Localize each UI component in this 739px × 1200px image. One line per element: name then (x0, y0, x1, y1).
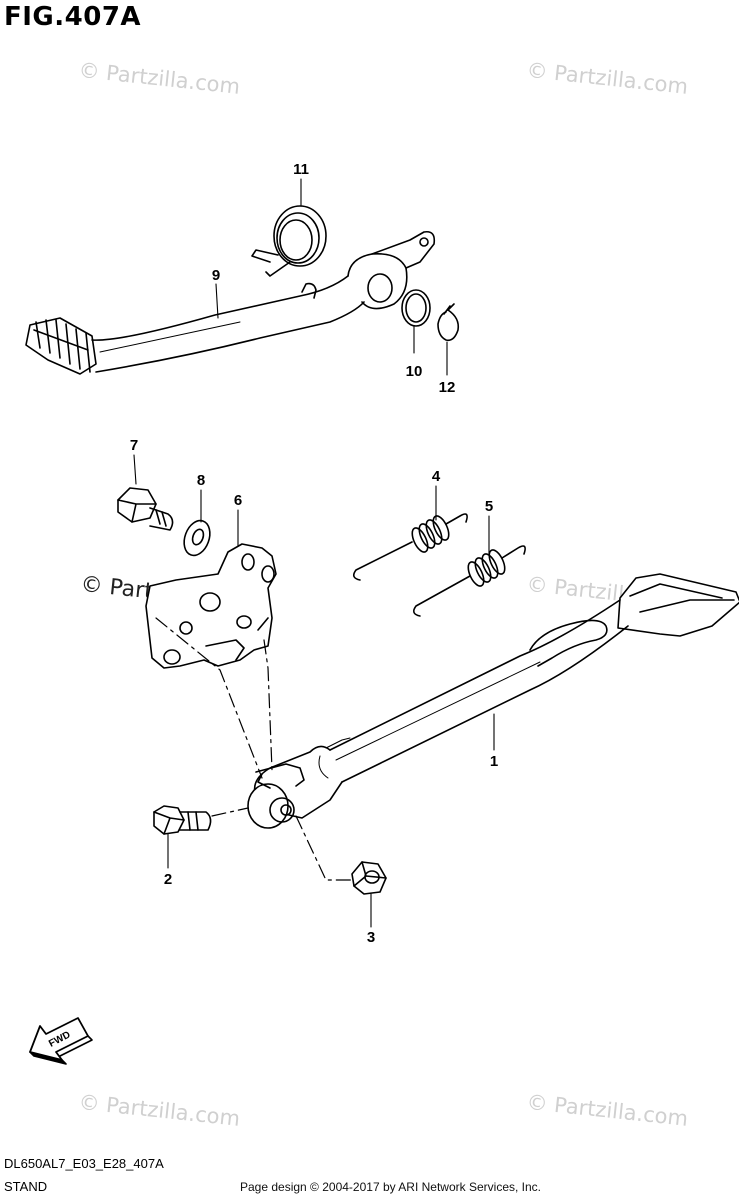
callout-1: 1 (490, 753, 498, 770)
section-name: STAND (4, 1179, 48, 1194)
part-8-washer[interactable] (180, 517, 215, 559)
callout-9: 9 (212, 267, 220, 284)
callout-2: 2 (164, 871, 172, 888)
assembly-alignment-lines (155, 617, 353, 881)
callout-8: 8 (197, 472, 205, 489)
callout-5: 5 (485, 498, 493, 515)
figure-title: FIG.407A (4, 2, 142, 32)
callout-12: 12 (439, 379, 456, 396)
part-6-bracket[interactable] (145, 543, 277, 669)
part-2-bolt[interactable] (153, 805, 212, 835)
callout-leaders (133, 178, 495, 928)
callout-10: 10 (406, 363, 423, 380)
callout-numbers: 11 9 10 12 7 8 6 4 5 1 2 3 (130, 161, 498, 946)
part-10-washer[interactable] (401, 289, 431, 327)
part-1-side-stand[interactable] (247, 573, 739, 829)
callout-3: 3 (367, 929, 375, 946)
footer-copyright: Page design © 2004-2017 by ARI Network S… (240, 1180, 542, 1194)
callout-4: 4 (432, 468, 441, 485)
diagram-code: DL650AL7_E03_E28_407A (4, 1156, 164, 1171)
callout-7: 7 (130, 437, 138, 454)
callout-6: 6 (234, 492, 242, 509)
part-4-spring[interactable] (352, 513, 468, 581)
fwd-arrow-icon: FWD (29, 1017, 93, 1065)
callout-11: 11 (293, 161, 309, 178)
part-11-spring[interactable] (251, 205, 327, 277)
part-5-spring[interactable] (412, 545, 526, 617)
part-12-circlip[interactable] (437, 303, 460, 342)
part-9-pedal[interactable] (25, 230, 436, 375)
part-7-bolt[interactable] (117, 487, 174, 531)
part-3-nut[interactable] (351, 861, 387, 895)
